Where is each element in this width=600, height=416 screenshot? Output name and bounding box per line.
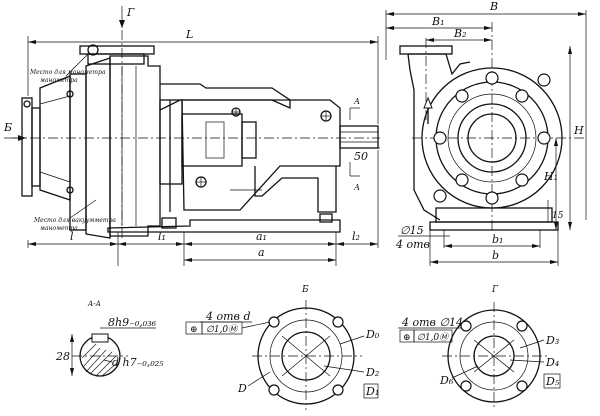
dim-l1: l₁ bbox=[158, 230, 166, 243]
view-g-tol: ∅1,0Ⓜ bbox=[417, 332, 450, 343]
section-a-a-title: А-А bbox=[87, 300, 101, 308]
dim-B1: B₁ bbox=[431, 15, 445, 28]
view-g-D5: D₅ bbox=[545, 375, 560, 388]
dim-b1: b₁ bbox=[492, 233, 503, 246]
view-g-D4: D₄ bbox=[545, 356, 559, 369]
svg-text:⊕: ⊕ bbox=[403, 333, 411, 343]
view-b-title: Б bbox=[301, 285, 309, 295]
view-g-holes: 4 отв ∅14 bbox=[401, 316, 463, 329]
front-view: B B₁ B₂ H H₁ 15 ∅15 4 отв b₁ b bbox=[385, 0, 587, 266]
arrow-a-bottom: А bbox=[353, 183, 360, 192]
dim-50: 50 bbox=[354, 150, 368, 163]
view-b-D0: D₀ bbox=[365, 328, 380, 341]
view-arrow-g-label: Г bbox=[126, 6, 135, 19]
view-g-D3: D₃ bbox=[545, 334, 559, 347]
view-arrow-b-label: Б bbox=[3, 121, 12, 134]
dim-B: B bbox=[489, 0, 498, 13]
dim-b: b bbox=[492, 249, 499, 262]
view-b-holes: 4 отв d bbox=[205, 310, 251, 323]
dim-l2: l₂ bbox=[352, 230, 360, 243]
note-suction-gauge: Место для вакуумметра bbox=[33, 217, 116, 224]
section-a-a: А-А 8h9₋₀,₀₃₆ 28 d h7₋₀,₀₂₅ bbox=[55, 300, 164, 377]
dim-4holes: 4 отв bbox=[395, 238, 430, 251]
view-b-D: D bbox=[237, 382, 247, 395]
arrow-a-top: А bbox=[353, 97, 360, 106]
dim-B2: B₂ bbox=[453, 27, 467, 40]
dim-hole: ∅15 bbox=[400, 224, 424, 237]
shaft-key: 8h9₋₀,₀₃₆ bbox=[108, 316, 157, 329]
svg-text:⊕: ⊕ bbox=[190, 325, 198, 335]
side-view: Г Б bbox=[3, 6, 380, 266]
dim-H1: H₁ bbox=[543, 170, 558, 183]
dim-H: H bbox=[573, 124, 584, 137]
dim-a1: a₁ bbox=[256, 230, 267, 243]
shaft-d: d h7₋₀,₀₂₅ bbox=[112, 356, 164, 369]
view-b-tol: ∅1,0Ⓜ bbox=[206, 324, 239, 335]
dim-L: L bbox=[185, 28, 193, 41]
view-g: Г 4 отв ∅14 ⊕ ∅1,0Ⓜ D₃ D₄ D₅ D₆ bbox=[398, 285, 561, 410]
view-b: Б 4 отв d ⊕ ∅1,0Ⓜ D₀ D₂ D₁ D bbox=[185, 285, 380, 410]
shaft-28: 28 bbox=[55, 350, 70, 363]
dim-15: 15 bbox=[552, 211, 564, 221]
view-g-D6: D₆ bbox=[439, 374, 454, 387]
note-discharge-gauge-2: манометра bbox=[40, 77, 78, 84]
note-discharge-gauge: Место для манометра bbox=[29, 69, 106, 76]
view-b-D1: D₁ bbox=[365, 385, 379, 398]
dim-a: a bbox=[258, 246, 265, 259]
note-suction-gauge-2: манометра bbox=[40, 225, 78, 232]
dim-l: l bbox=[70, 230, 74, 243]
front-bolts bbox=[433, 71, 551, 205]
view-b-D2: D₂ bbox=[365, 366, 379, 379]
view-g-title: Г bbox=[491, 285, 499, 295]
